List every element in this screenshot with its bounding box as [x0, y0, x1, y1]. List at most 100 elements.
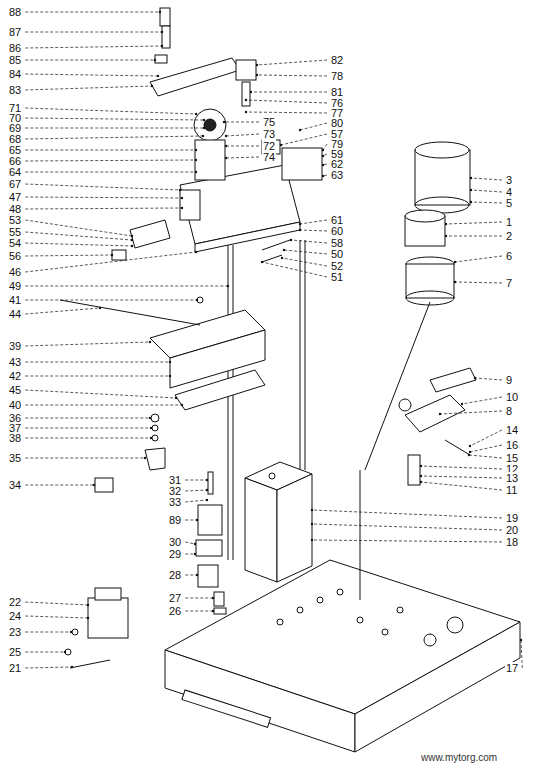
top-mechanism: [112, 8, 300, 262]
leader-line: [25, 632, 71, 633]
callout-number: 41: [8, 294, 22, 306]
callout-number: 67: [8, 178, 22, 190]
leader-line: [25, 286, 228, 287]
leader-tip: [225, 135, 227, 137]
leader-tip: [225, 145, 227, 147]
leader-line: [25, 342, 150, 346]
callout-number: 78: [330, 70, 344, 82]
callout-number: 8: [505, 405, 513, 417]
transformer-part: [277, 474, 312, 582]
leader-line: [471, 178, 502, 180]
leader-tip: [206, 479, 208, 481]
callout-number: 18: [505, 536, 519, 548]
callout-number: 29: [168, 548, 182, 560]
top-mechanism-part: [162, 26, 170, 48]
leader-tip: [245, 111, 247, 113]
leader-tip: [469, 445, 471, 447]
leader-tip: [256, 74, 258, 76]
leader-tip: [261, 261, 263, 263]
mounting-bracket-part: [152, 435, 158, 441]
switch-unit-part: [282, 148, 322, 180]
callout-number: 1: [505, 216, 513, 228]
leader-tip: [87, 617, 89, 619]
mounting-bracket-part: [175, 370, 265, 410]
motor-part: [406, 291, 454, 305]
leader-tip: [280, 144, 282, 146]
leader-tip: [151, 85, 153, 87]
leader-tip: [281, 257, 283, 259]
leader-tip: [203, 127, 205, 129]
leader-line: [226, 146, 259, 147]
callout-number: 89: [168, 514, 182, 526]
relay-part: [70, 660, 110, 668]
callout-number: 11: [505, 484, 518, 496]
leader-line: [475, 378, 502, 380]
leader-line: [25, 652, 65, 653]
mounting-bracket-part: [95, 478, 113, 492]
callout-number: 49: [8, 280, 22, 292]
leader-line: [25, 128, 204, 129]
leader-line: [25, 252, 196, 272]
leader-line: [471, 202, 502, 203]
leader-tip: [202, 135, 204, 137]
callout-number: 33: [168, 496, 182, 508]
leader-tip: [175, 397, 177, 399]
callout-number: 50: [330, 248, 344, 260]
leader-line: [455, 256, 502, 262]
switch-bracket-part: [198, 505, 222, 535]
leader-line: [25, 418, 150, 419]
leader-tip: [470, 189, 472, 191]
leader-tip: [250, 91, 252, 93]
callout-number: 60: [330, 225, 344, 237]
top-mechanism-part: [204, 119, 216, 131]
drive-rods-part: [305, 240, 306, 470]
chassis-base-part: [337, 589, 343, 595]
leader-line: [257, 75, 327, 76]
leader-tip: [195, 159, 197, 161]
leader-tip: [311, 523, 313, 525]
callout-number: 21: [8, 662, 22, 674]
leader-tip: [149, 341, 151, 343]
callout-number: 3: [505, 174, 513, 186]
drive-rods-part: [228, 245, 229, 560]
leader-line: [25, 136, 203, 139]
leader-tip: [322, 164, 324, 166]
mounting-bracket-part: [151, 414, 159, 422]
leader-line: [25, 405, 182, 406]
chassis-base: [165, 560, 520, 752]
leader-line: [462, 397, 502, 404]
leader-line: [421, 482, 502, 490]
leader-tip: [169, 375, 171, 377]
top-mechanism-part: [112, 250, 126, 260]
leader-tip: [206, 499, 208, 501]
leader-tip: [194, 543, 196, 545]
leader-tip: [454, 261, 456, 263]
callout-number: 2: [505, 230, 513, 242]
drive-rods-part: [360, 470, 361, 600]
leader-line: [312, 524, 502, 530]
leader-line: [300, 123, 327, 130]
leader-tip: [212, 597, 214, 599]
chassis-base-part: [397, 607, 403, 613]
leader-line: [25, 150, 196, 151]
callout-number: 34: [8, 479, 22, 491]
leader-tip: [194, 553, 196, 555]
callout-number: 87: [8, 26, 22, 38]
leader-tip: [196, 519, 198, 521]
callout-number: 44: [8, 308, 22, 320]
callout-number: 83: [8, 84, 22, 96]
leader-tip: [144, 457, 146, 459]
chassis-base-part: [424, 634, 436, 646]
leader-tip: [93, 484, 95, 486]
leader-tip: [203, 119, 205, 121]
leader-line: [25, 308, 100, 314]
leader-tip: [256, 64, 258, 66]
callout-number: 85: [8, 54, 22, 66]
leader-line: [25, 428, 151, 429]
leader-line: [25, 362, 170, 363]
leader-line: [25, 12, 160, 13]
leader-tip: [474, 377, 476, 379]
switch-bracket-part: [196, 540, 222, 556]
leader-line: [246, 100, 327, 103]
leader-tip: [195, 171, 197, 173]
